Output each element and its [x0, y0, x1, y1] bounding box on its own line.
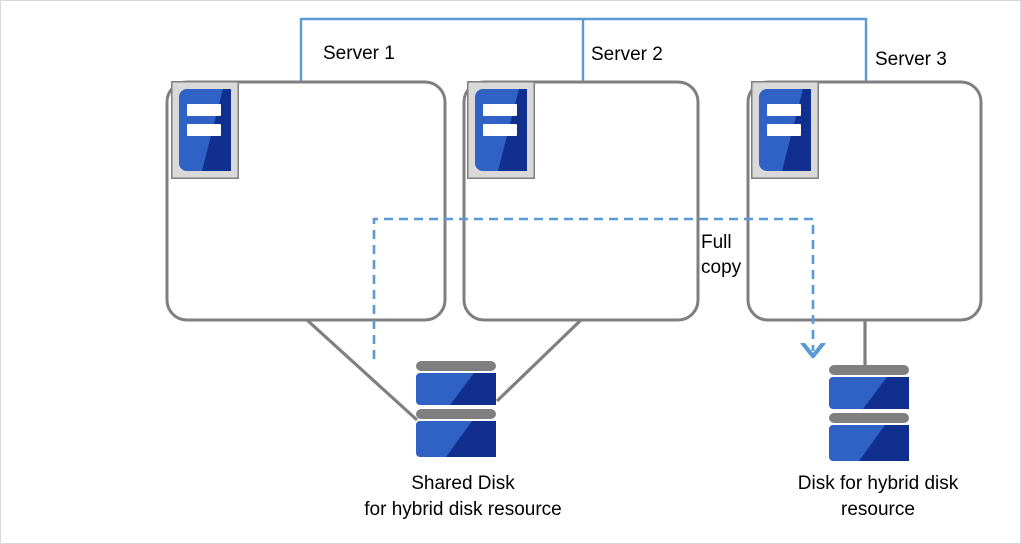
shared-disk-caption-line1: Shared Disk — [411, 473, 515, 494]
server-icon — [751, 81, 819, 179]
full-copy-label-line1: Full — [701, 232, 732, 253]
server-label-2: Server 2 — [591, 44, 663, 65]
full-copy-label: Full copy — [701, 231, 741, 280]
shared-disk-caption: Shared Disk for hybrid disk resource — [321, 471, 605, 522]
server-label-1: Server 1 — [323, 43, 395, 64]
hybrid-disk-caption-line1: Disk for hybrid disk — [797, 473, 959, 494]
hybrid-disk-caption: Disk for hybrid disk resource — [753, 471, 1003, 522]
server-label-3: Server 3 — [875, 49, 947, 70]
server-icon — [467, 81, 535, 179]
hybrid-disk-caption-line2: resource — [841, 498, 915, 520]
disk-stack-icon — [829, 365, 909, 461]
disk-stack-icon — [416, 361, 496, 457]
network-bus — [299, 17, 868, 82]
full-copy-arrow — [372, 217, 813, 359]
shared-disk-connectors — [305, 318, 583, 422]
shared-disk-caption-line2: for hybrid disk resource — [364, 498, 562, 520]
server-icon — [171, 81, 239, 179]
full-copy-label-line2: copy — [701, 256, 742, 278]
